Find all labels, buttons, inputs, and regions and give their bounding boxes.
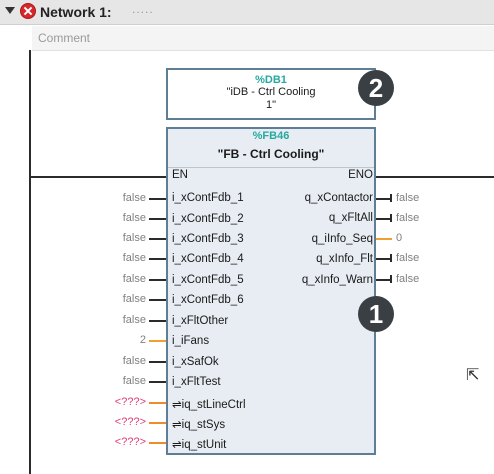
input-wire [149,258,166,260]
output-wire-end [390,275,392,283]
input-value[interactable]: false [122,273,146,285]
input-wire [149,320,166,322]
pin-output[interactable]: q_iInfo_Seq [311,233,373,245]
network-title-dots: ..... [132,2,154,16]
pin-input[interactable]: i_xFltOther [172,315,229,327]
output-value[interactable]: 0 [396,232,403,244]
network-title[interactable]: Network 1: [40,4,112,20]
fb-address: %FB46 [252,130,290,142]
fb-header-separator [168,167,374,168]
input-wire-int [149,340,166,342]
pin-output[interactable]: q_xContactor [304,192,373,204]
input-value[interactable]: 2 [139,334,146,346]
callout-badge-2: 2 [358,70,394,106]
pin-en[interactable]: EN [172,169,188,181]
pin-input[interactable]: i_xFltTest [172,376,221,388]
error-icon [20,3,36,19]
input-value-unassigned[interactable]: <???> [114,436,146,448]
function-block[interactable]: %FB46 "FB - Ctrl Cooling" [166,127,376,455]
output-value[interactable]: false [396,212,420,224]
input-wire [149,279,166,281]
input-value[interactable]: false [122,212,146,224]
network-comment[interactable]: Comment [32,26,494,51]
output-wire [376,218,392,220]
inout-wire [149,442,166,444]
callout-badge-1: 1 [358,296,394,332]
pin-input[interactable]: i_xContFdb_5 [172,274,244,286]
instance-db-name-line1: "iDB - Ctrl Cooling [226,86,316,98]
output-wire-end [390,254,392,262]
mouse-cursor-icon: ⇱ [466,367,480,384]
fb-type-name[interactable]: "FB - Ctrl Cooling" [217,147,325,161]
instance-db-address: %DB1 [255,74,287,86]
inout-wire [149,402,166,404]
output-value[interactable]: false [396,273,420,285]
instance-db-name-line2: 1" [265,99,277,111]
pin-inout[interactable]: ⇌iq_stUnit [172,439,227,451]
pin-input[interactable]: i_xContFdb_3 [172,233,244,245]
pin-eno[interactable]: ENO [348,169,373,181]
output-value[interactable]: false [396,192,420,204]
input-wire [149,238,166,240]
pin-inout[interactable]: ⇌iq_stSys [172,419,226,431]
input-value[interactable]: false [122,355,146,367]
input-value[interactable]: false [122,314,146,326]
pin-output[interactable]: q_xInfo_Flt [316,253,373,265]
pin-input[interactable]: i_iFans [172,335,210,347]
left-power-rail [29,50,31,474]
output-wire [376,258,392,260]
pin-output[interactable]: q_xInfo_Warn [301,274,373,286]
comment-placeholder: Comment [38,31,91,45]
pin-input[interactable]: i_xContFdb_6 [172,294,244,306]
output-wire [376,279,392,281]
pin-input[interactable]: i_xSafOk [172,356,219,368]
input-value-unassigned[interactable]: <???> [114,416,146,428]
output-wire-end [390,194,392,202]
input-value-unassigned[interactable]: <???> [114,396,146,408]
pin-input[interactable]: i_xContFdb_4 [172,253,244,265]
output-value[interactable]: false [396,252,420,264]
output-wire-int [376,238,392,240]
pin-input[interactable]: i_xContFdb_1 [172,192,244,204]
collapse-triangle-icon[interactable] [5,7,15,14]
input-value[interactable]: false [122,252,146,264]
input-wire [149,218,166,220]
pin-inout[interactable]: ⇌iq_stLineCtrl [172,399,246,411]
instance-db-box[interactable]: %DB1 "iDB - Ctrl Cooling 1" [166,68,376,120]
input-wire [149,299,166,301]
pin-input[interactable]: i_xContFdb_2 [172,213,244,225]
pin-output[interactable]: q_xFltAll [328,212,373,224]
input-wire [149,381,166,383]
output-wire-end [390,214,392,222]
output-wire [376,198,392,200]
input-value[interactable]: false [122,232,146,244]
inout-wire [149,422,166,424]
network-header[interactable]: Network 1: ..... [0,0,494,25]
input-wire [149,361,166,363]
input-value[interactable]: false [122,192,146,204]
input-value[interactable]: false [122,293,146,305]
input-wire [149,198,166,200]
input-value[interactable]: false [122,375,146,387]
